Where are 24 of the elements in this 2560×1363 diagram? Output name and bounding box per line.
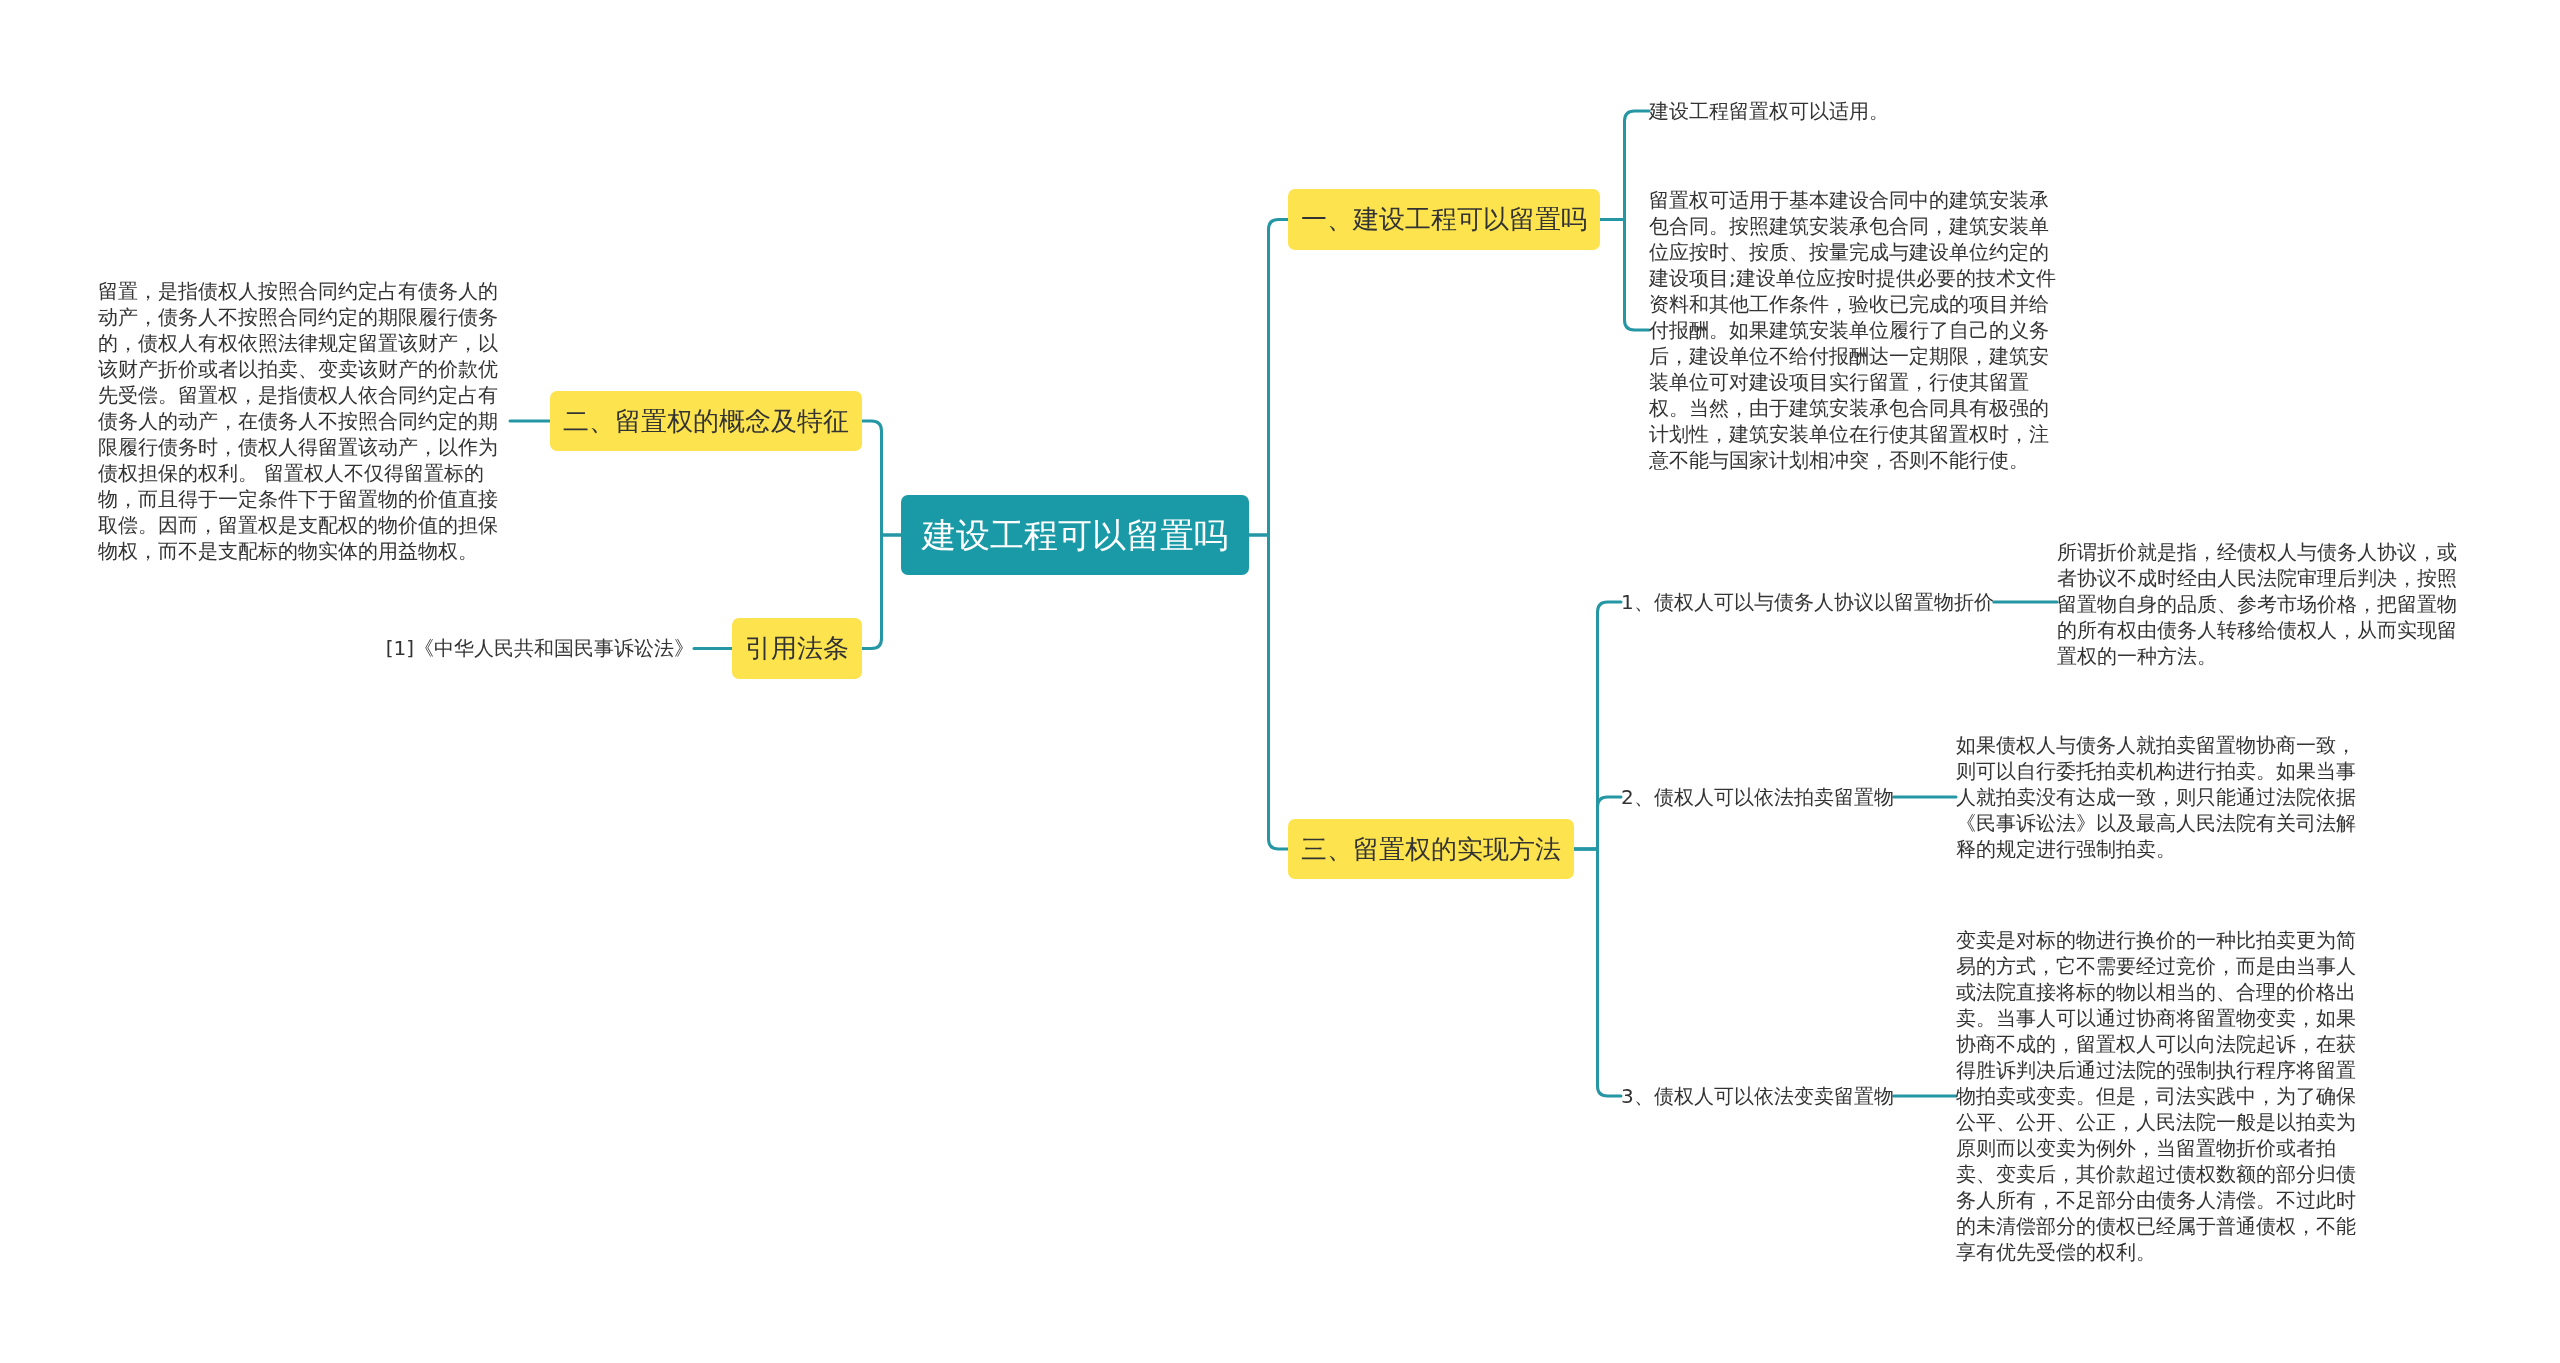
central-topic-box: 建设工程可以留置吗 bbox=[901, 495, 1249, 575]
branch-label: [1]《中华人民共和国民事诉讼法》 bbox=[385, 635, 694, 661]
connector-line bbox=[1572, 847, 1623, 1098]
connector-line bbox=[1992, 600, 2059, 604]
topic-box: 一、建设工程可以留置吗 bbox=[1288, 189, 1600, 250]
note-text: 留置，是指债权人按照合同约定占有债务人的动产，债务人不按照合同约定的期限履行债务的，债权人有权依照法律规定留置该财产，以该财产折价或者以拍卖、变卖该财产的价款优先受偿。留置权，是指债权人依合同约定占有债务人的动产，在债务人不按照合同约定的期限履行债务时，债权人得留置该动产，以作为债权担保的权利。 留置权人不仅得留置标的物，而且得于一定条件下于留置物的价值直接取偿。因而，留置权是支配权的物价值的担保物权，而不是支配标的物实体的用益物权。 bbox=[98, 278, 510, 564]
branch-label: 1、债权人可以与债务人协议以留置物折价 bbox=[1621, 589, 1994, 615]
topic-box: 二、留置权的概念及特征 bbox=[550, 391, 862, 451]
note-text: 如果债权人与债务人就拍卖留置物协商一致，则可以自行委托拍卖机构进行拍卖。如果当事人就拍卖没有达成一致，则只能通过法院依据《民事诉讼法》以及最高人民法院有关司法解释的规定进行强制拍卖。 bbox=[1956, 732, 2368, 862]
connector-line bbox=[1892, 795, 1958, 799]
connector-line bbox=[1598, 218, 1651, 332]
branch-label: 2、债权人可以依法拍卖留置物 bbox=[1621, 784, 1894, 810]
connector-line bbox=[692, 647, 734, 650]
topic-box: 引用法条 bbox=[732, 618, 862, 679]
connector-line bbox=[860, 533, 903, 650]
connector-line bbox=[508, 419, 552, 423]
note-text: 留置权可适用于基本建设合同中的建筑安装承包合同。按照建筑安装承包合同，建筑安装单位应按时、按质、按量完成与建设单位约定的建设项目;建设单位应按时提供必要的技术文件资料和其他工作条件，验收已完成的项目并给付报酬。如果建筑安装单位履行了自己的义务后，建设单位不给付报酬达一定期限，建筑安装单位可对建设项目实行留置，行使其留置权。当然，由于建筑安装承包合同具有极强的计划性，建筑安装单位在行使其留置权时，注意不能与国家计划相冲突，否则不能行使。 bbox=[1649, 187, 2061, 473]
note-text: 所谓折价就是指，经债权人与债务人协议，或者协议不成时经由人民法院审理后判决，按照留置物自身的品质、参考市场价格，把留置物的所有权由债务人转移给债权人，从而实现留置权的一种方法。 bbox=[2057, 539, 2469, 669]
connector-line bbox=[1247, 533, 1290, 851]
branch-label: 建设工程留置权可以适用。 bbox=[1649, 98, 1889, 124]
topic-box: 三、留置权的实现方法 bbox=[1288, 819, 1574, 879]
connector-line bbox=[1892, 1094, 1958, 1098]
branch-label: 3、债权人可以依法变卖留置物 bbox=[1621, 1083, 1894, 1109]
note-text: 变卖是对标的物进行换价的一种比拍卖更为简易的方式，它不需要经过竞价，而是由当事人或法院直接将标的物以相当的、合理的价格出卖。当事人可以通过协商将留置物变卖，如果协商不成的，留置权人可以向法院起诉，在获得胜诉判决后通过法院的强制执行程序将留置物拍卖或变卖。但是，司法实践中，为了确保公平、公开、公正，人民法院一般是以拍卖为原则而以变卖为例外，当留置物折价或者拍卖、变卖后，其价款超过债权数额的部分归债务人所有，不足部分由债务人清偿。不过此时的未清偿部分的债权已经属于普通债权，不能享有优先受偿的权利。 bbox=[1956, 927, 2368, 1265]
